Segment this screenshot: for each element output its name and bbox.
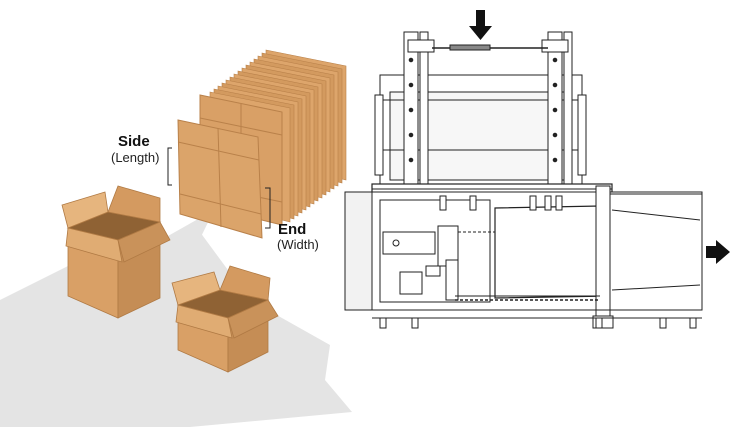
right-arrow-icon (706, 240, 730, 264)
end-bracket (265, 187, 271, 229)
column-bolt (552, 157, 558, 163)
sensor (469, 195, 477, 211)
machine-leg (689, 317, 697, 329)
machine-leg (595, 317, 603, 329)
column-bolt (552, 57, 558, 63)
side-label: Side (118, 133, 150, 150)
column-bolt (408, 107, 414, 113)
single-blank (177, 119, 263, 239)
sensor (439, 195, 447, 211)
column-bolt (552, 107, 558, 113)
column-bolt (552, 132, 558, 138)
column-bolt (408, 57, 414, 63)
machine-leg (379, 317, 387, 329)
end-sub-label: (Width) (277, 237, 319, 252)
case-erector-machine (344, 31, 703, 329)
end-label: End (278, 221, 306, 238)
column-bolt (408, 82, 414, 88)
machine-leg (411, 317, 419, 329)
column-bolt (408, 132, 414, 138)
sensor (529, 195, 537, 211)
erected-case-tall (61, 185, 171, 319)
column-bolt (552, 82, 558, 88)
erected-case-short (171, 265, 279, 373)
side-bracket (167, 147, 172, 186)
sensor (555, 195, 563, 211)
down-arrow-icon (469, 10, 492, 40)
sensor (544, 195, 552, 211)
machine-leg (659, 317, 667, 329)
column-bolt (408, 157, 414, 163)
side-sub-label: (Length) (111, 150, 159, 165)
